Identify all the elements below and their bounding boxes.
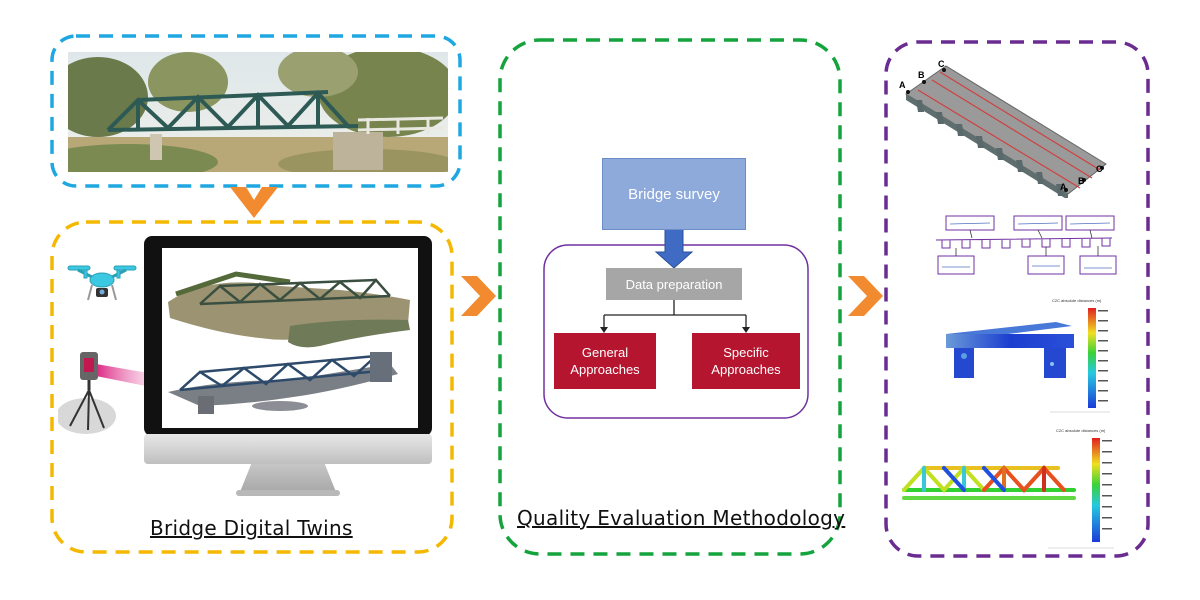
colorbar-title-1: C2C absolute distances (m) [1052,298,1102,303]
specific-approaches-box: Specific Approaches [692,333,800,389]
general-approaches-line2: Approaches [570,362,640,377]
right-chevron-arrow-2 [848,276,883,316]
point-label-c-top: C [938,59,945,69]
general-approaches-box: General Approaches [554,333,656,389]
pier-deviation-map: C2C absolute distances (m) [946,298,1110,413]
results-group-border [884,40,1150,558]
right-chevron-arrow-1 [461,276,496,316]
point-label-b-top: B [918,70,925,80]
bridge-survey-box: Bridge survey [602,158,746,230]
point-label-a-bottom: A [1060,182,1067,192]
drone-icon [67,265,137,301]
digital-twins-group-border [50,220,454,554]
truss-deviation-map: C2C absolute distances (m) [902,428,1114,549]
down-chevron-arrow [230,187,278,218]
point-cloud-bridge-colored [168,352,398,414]
survey-down-arrow [654,227,694,269]
point-cloud-bridge-textured [168,271,410,348]
cross-section-profiles [935,215,1117,275]
specific-approaches-line1: Specific [723,345,769,360]
methodology-caption: Quality Evaluation Methodology [517,506,846,530]
colorbar-title-2: C2C absolute distances (m) [1056,428,1106,433]
bridge-photo [68,52,448,172]
data-preparation-box: Data preparation [606,268,742,300]
point-label-b-bottom: B [1078,176,1085,186]
data-preparation-label: Data preparation [625,276,723,292]
general-approaches-line1: General [581,345,629,360]
bridge-survey-label: Bridge survey [628,185,720,203]
monitor-icon [144,236,432,496]
photo-group-border [50,34,462,188]
specific-approaches-line2: Approaches [711,362,781,377]
point-label-a-top: A [899,80,906,90]
point-label-c-bottom: C [1096,164,1103,174]
deck-model: A B C A B C [899,59,1107,198]
digital-twins-caption: Bridge Digital Twins [150,516,353,540]
methodology-group-border [498,38,842,556]
